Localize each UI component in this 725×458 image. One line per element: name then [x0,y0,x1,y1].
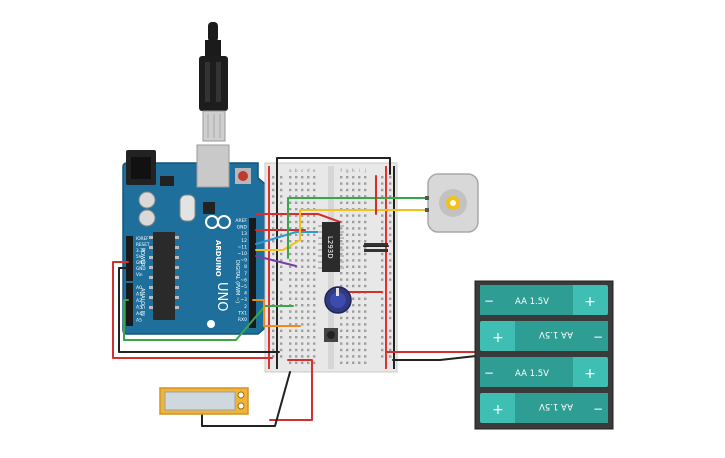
wire-blue [255,231,319,245]
battery-plus: + [492,402,504,418]
wire-green-analog [123,299,294,341]
battery-cell-label: AA 1.5V [539,329,573,339]
breadboard-column-letter: h [352,168,355,174]
digital-pin-label: 4 [244,291,247,297]
digital-pin-label: 12 [241,238,247,244]
arduino-digital-header-label: DIGITAL (PWM ~) [234,260,240,303]
breadboard-column-letter: a [289,169,292,174]
arduino-analog-header-label: ANALOG IN [139,288,145,316]
wire-black-top-loop [276,157,391,175]
l293d-ic[interactable]: L293D [318,222,344,272]
wire-red-switch [269,359,313,421]
digital-pin-label: 2 [244,304,247,310]
analog-pin-label: A4 [136,311,142,317]
wires [112,157,477,427]
power-pin-label: GND [136,266,146,271]
digital-pin-label: 7 [244,271,247,277]
breadboard-column-letter: e [313,169,316,174]
pushbutton[interactable] [324,328,338,342]
battery-plus: + [584,366,596,382]
analog-pin-label: A3 [136,305,142,311]
breadboard-column-letter: g [346,169,349,174]
wire-yellow-digital [255,239,301,251]
battery-minus: − [593,402,603,416]
wire-green-motor [287,197,429,259]
breadboard-column-letter: d [307,168,310,174]
arduino-model-label: UNO [214,282,229,311]
wire-black-gnd [118,267,280,353]
analog-pin-label: A5 [136,318,142,324]
wire-red-5v [112,261,273,359]
wire-black-switch [201,371,291,427]
digital-pin-label: ~5 [240,284,247,290]
power-pin-label: 5V [136,254,142,259]
wire-purple [255,255,297,267]
breadboard-column-letter: i [359,168,360,174]
usb-cable[interactable] [199,22,228,142]
digital-pin-label: 13 [241,231,247,237]
power-pin-label: RESET [136,242,150,247]
wire-black-battery [392,355,477,361]
battery-minus: − [484,294,494,308]
battery-cell-label: AA 1.5V [515,369,549,379]
digital-pin-label: AREF [235,218,247,224]
capacitor[interactable] [364,243,388,252]
breadboard-column-letter: c [301,169,304,174]
power-pin-label: GND [136,260,146,265]
breadboard-column-letter: f [340,168,342,174]
breadboard-column-letter: j [364,168,366,174]
analog-pin-label: A0 [136,285,142,291]
power-pin-label: 3.3V [136,248,146,253]
digital-pin-label: 8 [244,264,247,270]
wire-orange [252,299,301,327]
wire-red-digital-1 [255,213,341,223]
battery-pack[interactable]: − + AA 1.5V + − AA 1.5V − + AA 1.5V + − AA 1.5V [474,280,614,430]
power-pin-label: Vin [136,272,143,277]
battery-cell[interactable]: + − AA 1.5V [480,321,608,351]
digital-pin-label: TX1 [237,310,247,316]
breadboard-column-letter: b [295,168,298,174]
battery-cell-label: AA 1.5V [515,297,549,307]
wire-yellow-motor [299,209,429,241]
digital-pin-label: ~11 [238,244,248,250]
battery-minus: − [484,366,494,380]
battery-cell[interactable]: − + AA 1.5V [480,285,608,315]
digital-pin-label: GND [237,225,248,231]
battery-plus: + [584,294,596,310]
battery-cell-label: AA 1.5V [539,401,573,411]
arduino-power-header-label: POWER [139,248,145,267]
ic-label: L293D [326,236,334,259]
digital-pin-label: ~10 [238,251,248,257]
digital-pin-label: ~9 [240,258,247,264]
battery-cell[interactable]: − + AA 1.5V [480,357,608,387]
battery-cell[interactable]: + − AA 1.5V [480,393,608,423]
digital-pin-label: ~3 [240,297,247,303]
slide-switch[interactable] [159,387,249,415]
digital-pin-label: ~6 [240,277,247,283]
power-pin-label: IOREF [136,236,149,241]
arduino-uno-board[interactable]: ARDUINO UNO DIGITAL (PWM ~) ANALOG IN PO… [122,144,266,335]
arduino-brand-label: ARDUINO [214,240,222,277]
potentiometer[interactable] [324,286,352,314]
analog-pin-label: A1 [136,292,142,298]
dc-motor[interactable] [425,173,479,233]
battery-minus: − [593,330,603,344]
analog-pin-label: A2 [136,298,142,304]
digital-pin-label: RX0 [238,317,247,323]
battery-plus: + [492,330,504,346]
